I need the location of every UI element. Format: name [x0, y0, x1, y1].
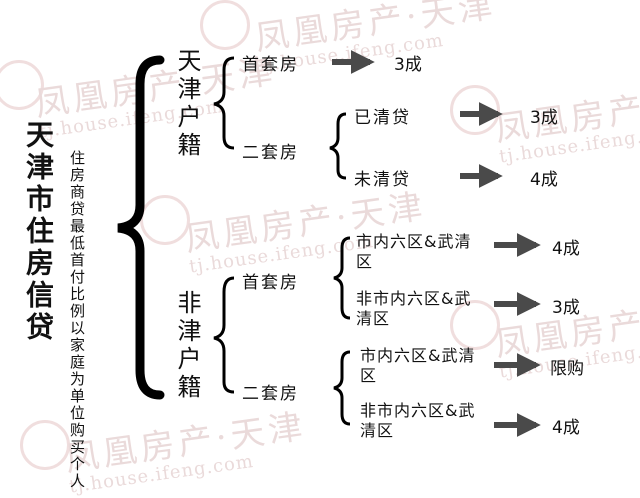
tianjin-second-home-label: 二套房 — [242, 143, 299, 163]
non-tianjin-brace — [213, 276, 235, 394]
tianjin-not-cleared-result: 4成 — [530, 170, 558, 190]
tianjin-second-brace — [329, 112, 347, 180]
non-tianjin-second-inner-result: 限购 — [550, 359, 584, 379]
non-tianjin-second-inner-label: 市内六区&武清区 — [360, 346, 476, 385]
non-tianjin-second-outer-label: 非市内六区&武清区 — [360, 401, 476, 440]
subtitle: 住房商贷最低首付比例以家庭为单位购买个人 — [68, 150, 86, 490]
non-tianjin-first-inner-label: 市内六区&武清区 — [356, 232, 472, 271]
diagram-connectors — [117, 50, 541, 437]
non-tianjin-second-home-label: 二套房 — [242, 384, 299, 404]
tianjin-brace — [213, 56, 235, 150]
main-brace — [117, 55, 165, 400]
non-tianjin-first-outer-result: 3成 — [552, 298, 580, 318]
non-tianjin-first-home-label: 首套房 — [242, 273, 299, 293]
tianjin-cleared-result: 3成 — [530, 108, 558, 128]
tianjin-first-home-result: 3成 — [394, 55, 422, 75]
main-title: 天津市住房信贷 — [22, 120, 55, 344]
non-tianjin-label: 非津户籍 — [173, 290, 201, 402]
non-tianjin-first-inner-result: 4成 — [552, 239, 580, 259]
tianjin-cleared-label: 已清贷 — [354, 108, 411, 128]
non-tianjin-second-brace — [333, 350, 351, 426]
tianjin-not-cleared-label: 未清贷 — [354, 170, 411, 190]
non-tianjin-first-brace — [333, 236, 351, 320]
tianjin-first-home-label: 首套房 — [242, 55, 299, 75]
tianjin-label: 天津户籍 — [173, 48, 201, 160]
non-tianjin-first-outer-label: 非市内六区&武清区 — [356, 289, 472, 328]
non-tianjin-second-outer-result: 4成 — [552, 418, 580, 438]
